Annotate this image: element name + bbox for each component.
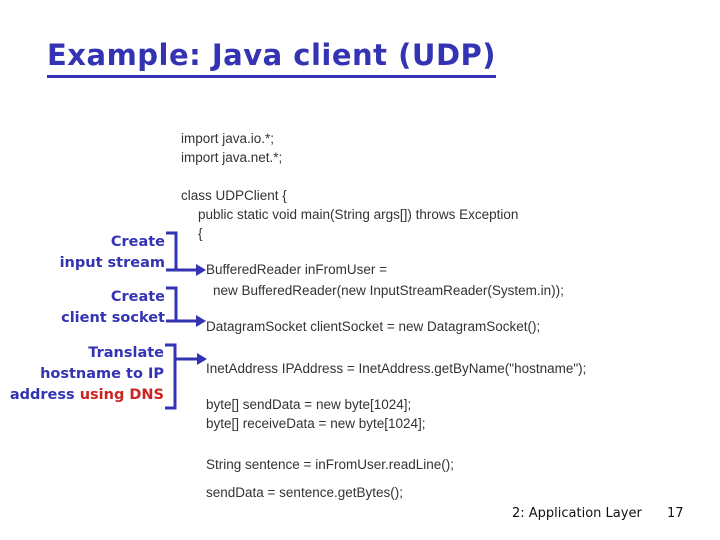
code-line-bufferedreader: BufferedReader inFromUser = <box>206 262 387 277</box>
code-line-getbytes: sendData = sentence.getBytes(); <box>206 485 403 500</box>
bracket-arrow-icon <box>166 231 206 276</box>
code-line-inetaddress: InetAddress IPAddress = InetAddress.getB… <box>206 361 587 376</box>
code-line-class-decl: class UDPClient { <box>181 188 287 203</box>
annotation-line: client socket <box>61 310 165 326</box>
bracket-arrow-icon <box>166 286 206 327</box>
code-line-receivedata-decl: byte[] receiveData = new byte[1024]; <box>206 416 426 431</box>
annotation-line: Translate <box>88 345 164 361</box>
annotation-line: hostname to IP <box>40 366 164 382</box>
annotation-create-client-socket: Create client socket <box>20 287 165 329</box>
code-line-read-sentence: String sentence = inFromUser.readLine(); <box>206 457 454 472</box>
footer-section-label: 2: Application Layer <box>512 506 642 521</box>
annotation-create-input-stream: Create input stream <box>20 232 165 274</box>
code-line-open-brace: { <box>198 226 203 241</box>
annotation-line: address using DNS <box>9 387 164 403</box>
slide-title: Example: Java client (UDP) <box>47 38 497 78</box>
annotation-line: Create <box>110 234 165 250</box>
code-line-import-io: import java.io.*; <box>181 131 275 146</box>
code-line-import-net: import java.net.*; <box>181 150 283 165</box>
bracket-arrow-icon <box>165 343 207 410</box>
code-line-senddata-decl: byte[] sendData = new byte[1024]; <box>206 397 412 412</box>
annotation-line: Create <box>110 289 165 305</box>
code-line-main-decl: public static void main(String args[]) t… <box>198 207 519 222</box>
annotation-translate-dns: Translate hostname to IP address using D… <box>4 343 164 406</box>
annotation-dns-red-text: using DNS <box>79 387 164 403</box>
annotation-line: input stream <box>59 255 165 271</box>
code-line-new-bufferedreader: new BufferedReader(new InputStreamReader… <box>213 283 564 298</box>
code-line-datagramsocket: DatagramSocket clientSocket = new Datagr… <box>206 319 541 334</box>
footer-page-number: 17 <box>667 506 684 521</box>
